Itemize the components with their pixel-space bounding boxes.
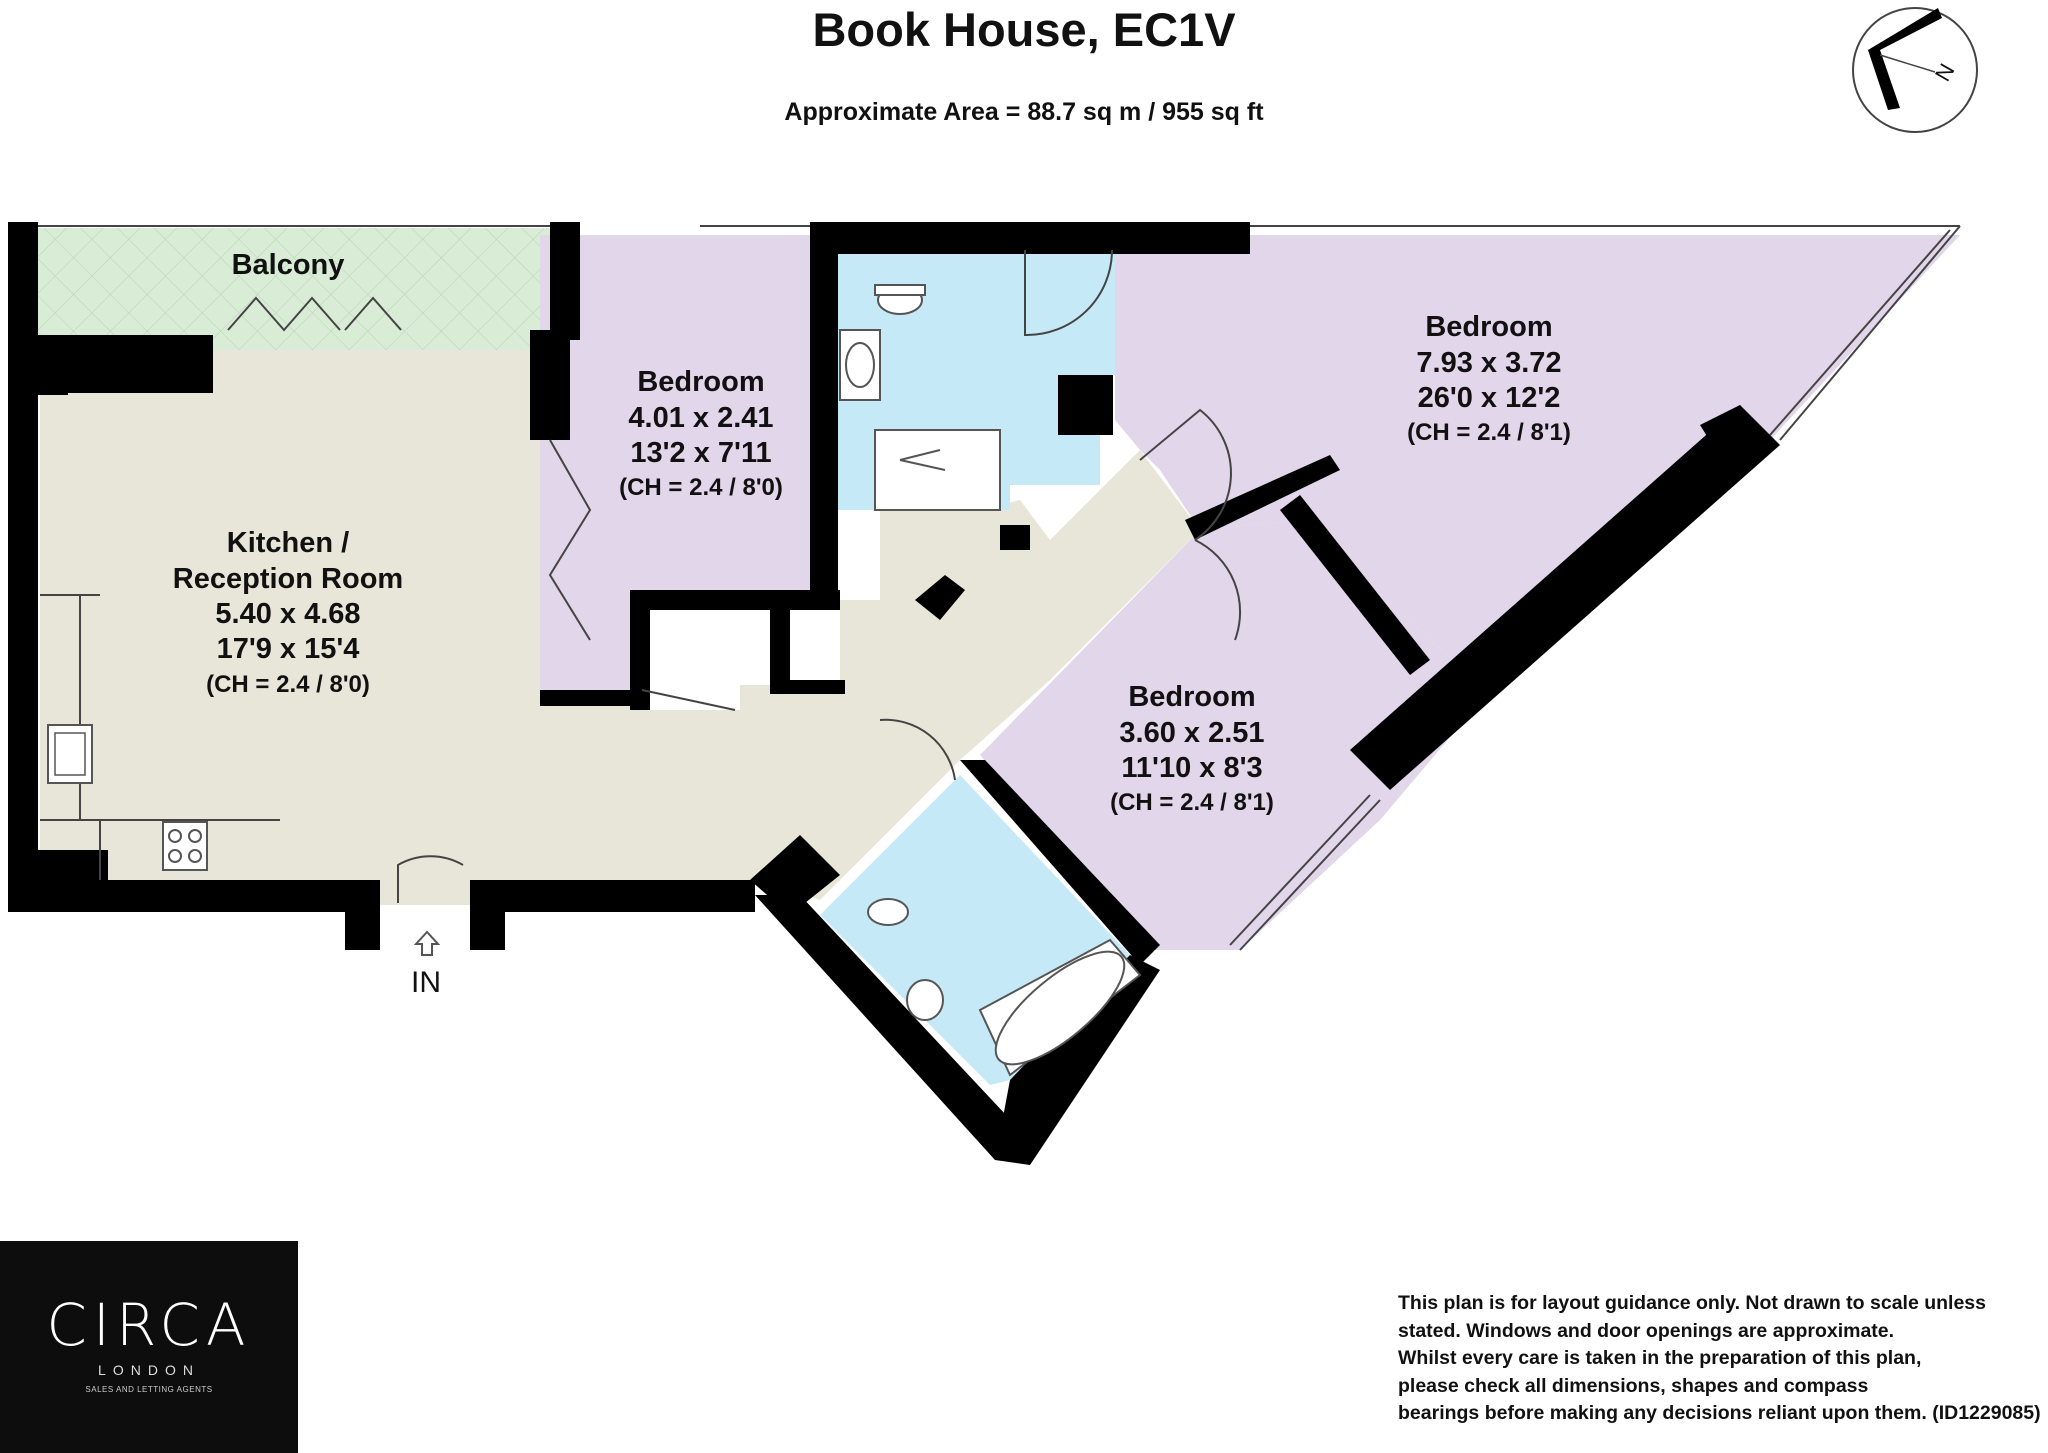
- kitchen-imperial: 17'9 x 15'4: [217, 633, 360, 665]
- kitchen-name-line2: Reception Room: [173, 563, 403, 595]
- disclaimer-line: This plan is for layout guidance only. N…: [1398, 1292, 1986, 1314]
- walls: [8, 222, 1780, 1165]
- agency-logo: CIRCA LONDON SALES AND LETTING AGENTS: [0, 1241, 298, 1453]
- large-bedroom-metric: 7.93 x 3.72: [1416, 347, 1561, 379]
- small-bedroom-imperial: 13'2 x 7'11: [630, 437, 771, 469]
- mid-bedroom-imperial: 11'10 x 8'3: [1121, 752, 1262, 784]
- entrance-arrow-icon: [413, 930, 441, 956]
- toilet-icon: [867, 284, 926, 926]
- logo-city: LONDON: [98, 1362, 200, 1378]
- entrance-label: IN: [411, 966, 441, 999]
- small-bedroom-metric: 4.01 x 2.41: [628, 402, 773, 434]
- bathtub-icon: [978, 938, 1142, 1077]
- plan-title: Book House, EC1V: [812, 3, 1236, 56]
- balcony-label: Balcony: [232, 249, 345, 281]
- balcony-floor: [38, 228, 550, 350]
- hob-icon: [162, 821, 208, 871]
- small-bedroom-name: Bedroom: [637, 366, 764, 398]
- north-compass-icon: N: [1852, 7, 1978, 133]
- washbasin-icon: [839, 329, 944, 1021]
- door-swings: [227, 249, 1242, 903]
- mid-bedroom-metric: 3.60 x 2.51: [1119, 717, 1264, 749]
- disclaimer-line: stated. Windows and door openings are ap…: [1398, 1319, 1895, 1342]
- kitchen-floor: [40, 350, 1200, 905]
- mid-bedroom-ceiling: (CH = 2.4 / 8'1): [1110, 789, 1274, 816]
- large-bedroom-floor: [1115, 235, 1960, 690]
- kitchen-ceiling: (CH = 2.4 / 8'0): [206, 671, 370, 698]
- disclaimer-line: Whilst every care is taken in the prepar…: [1398, 1347, 1922, 1369]
- kitchen-name-line1: Kitchen /: [227, 527, 349, 559]
- disclaimer-line: bearings before making any decisions rel…: [1398, 1402, 2041, 1424]
- large-bedroom-imperial: 26'0 x 12'2: [1418, 382, 1561, 414]
- shower-tray-icon: [874, 429, 1001, 511]
- mid-bedroom-floor: [980, 520, 1490, 950]
- disclaimer-line: please check all dimensions, shapes and …: [1398, 1374, 1869, 1397]
- disclaimer: This plan is for layout guidance only. N…: [1398, 1290, 2041, 1428]
- large-bedroom-ceiling: (CH = 2.4 / 8'1): [1407, 419, 1571, 446]
- logo-tagline: SALES AND LETTING AGENTS: [85, 1385, 213, 1394]
- small-bedroom-ceiling: (CH = 2.4 / 8'0): [619, 474, 783, 501]
- area-subtitle: Approximate Area = 88.7 sq m / 955 sq ft: [784, 98, 1264, 126]
- large-bedroom-name: Bedroom: [1425, 311, 1552, 343]
- kitchen-metric: 5.40 x 4.68: [215, 598, 360, 630]
- window-lines: [38, 225, 1961, 951]
- small-bedroom-floor: [540, 235, 810, 700]
- mid-bedroom-name: Bedroom: [1128, 681, 1255, 713]
- logo-name: CIRCA: [46, 1291, 252, 1359]
